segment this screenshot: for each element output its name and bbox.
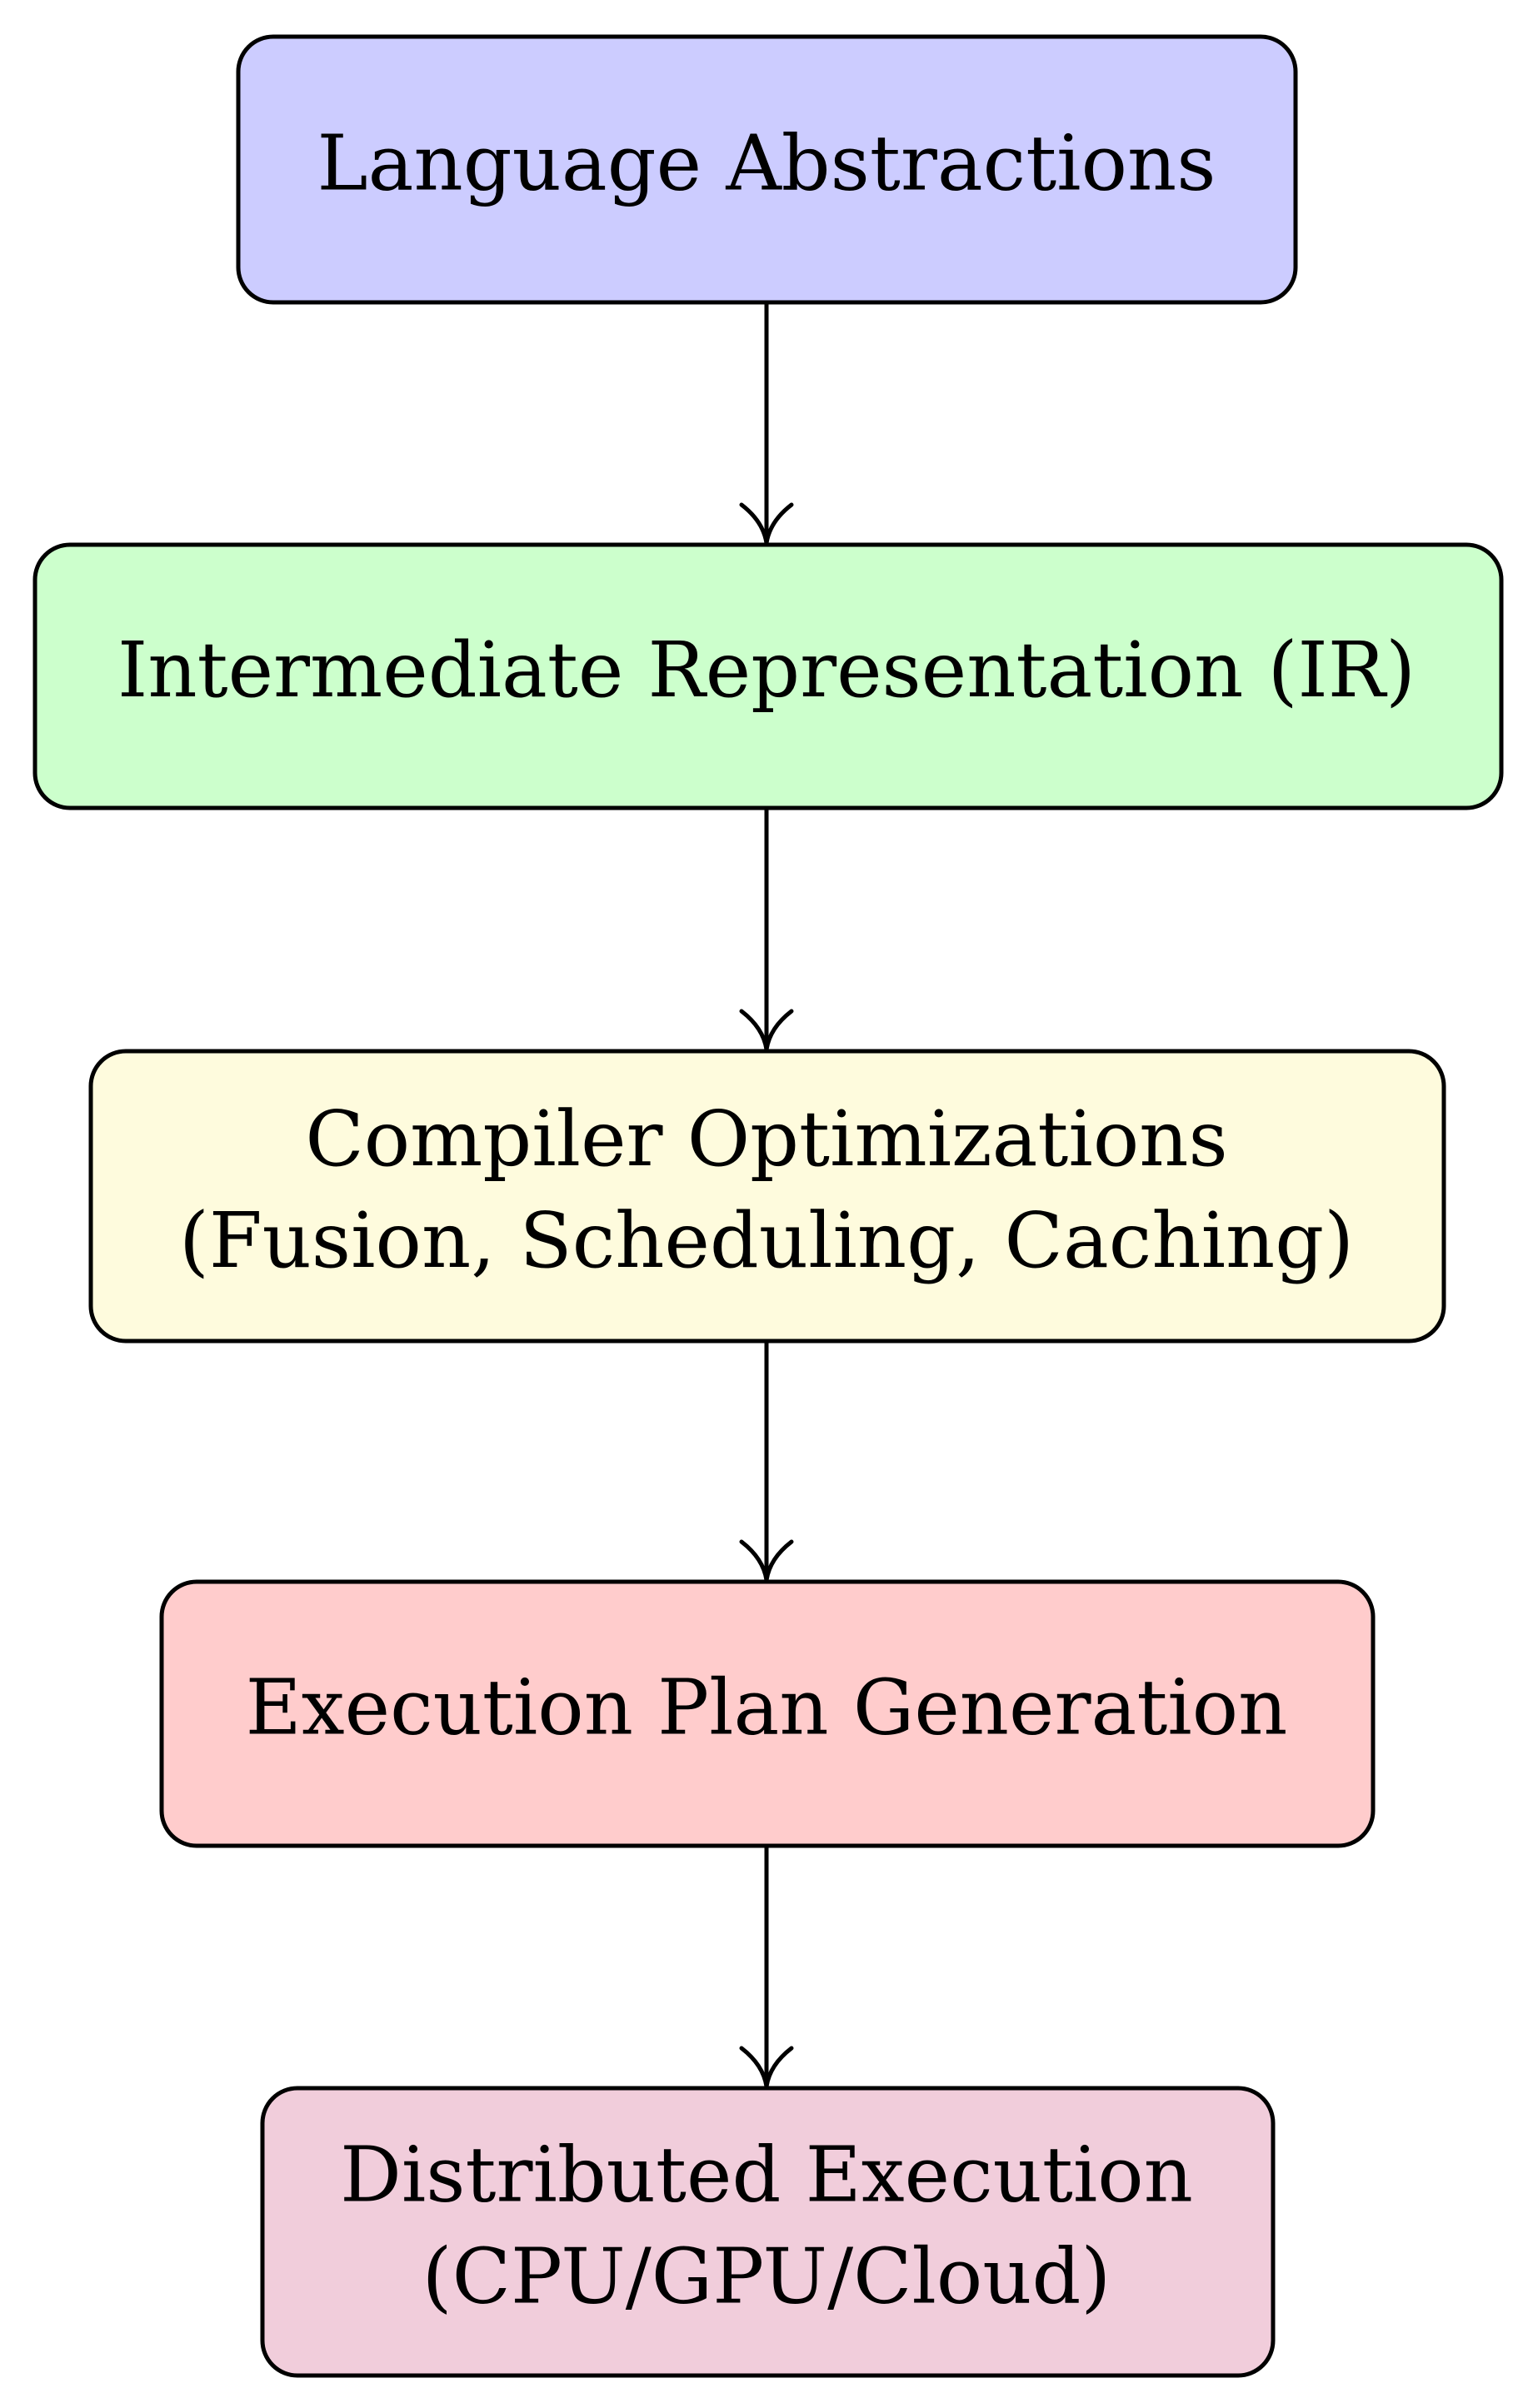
node-distributed-execution: Distributed Execution (CPU/GPU/Cloud) bbox=[260, 2086, 1276, 2378]
node-intermediate-representation: Intermediate Representation (IR) bbox=[32, 542, 1504, 810]
node-compiler-optimizations: Compiler Optimizations (Fusion, Schedulin… bbox=[88, 1049, 1446, 1344]
node-execution-plan-generation: Execution Plan Generation bbox=[159, 1579, 1376, 1848]
edge-language-abstractions-to-intermediate-representation bbox=[739, 302, 794, 545]
node-box bbox=[236, 34, 1298, 305]
edge-compiler-optimizations-to-execution-plan-generation bbox=[739, 1341, 794, 1582]
edge-intermediate-representation-to-compiler-optimizations bbox=[739, 808, 794, 1051]
node-label-line: (CPU/GPU/Cloud) bbox=[422, 2231, 1111, 2321]
node-box bbox=[159, 1579, 1376, 1848]
node-label-line: Compiler Optimizations bbox=[305, 1094, 1227, 1184]
node-box bbox=[88, 1049, 1446, 1344]
node-label-line: (Fusion, Scheduling, Caching) bbox=[179, 1196, 1354, 1285]
edge-execution-plan-generation-to-distributed-execution bbox=[739, 1846, 794, 2088]
node-label-line: Execution Plan Generation bbox=[246, 1663, 1288, 1752]
node-language-abstractions: Language Abstractions bbox=[236, 34, 1298, 305]
node-label-line: Language Abstractions bbox=[317, 118, 1216, 207]
node-label-line: Intermediate Representation (IR) bbox=[117, 626, 1416, 715]
node-box bbox=[32, 542, 1504, 810]
node-label-line: Distributed Execution bbox=[340, 2130, 1193, 2219]
node-box bbox=[260, 2086, 1276, 2378]
